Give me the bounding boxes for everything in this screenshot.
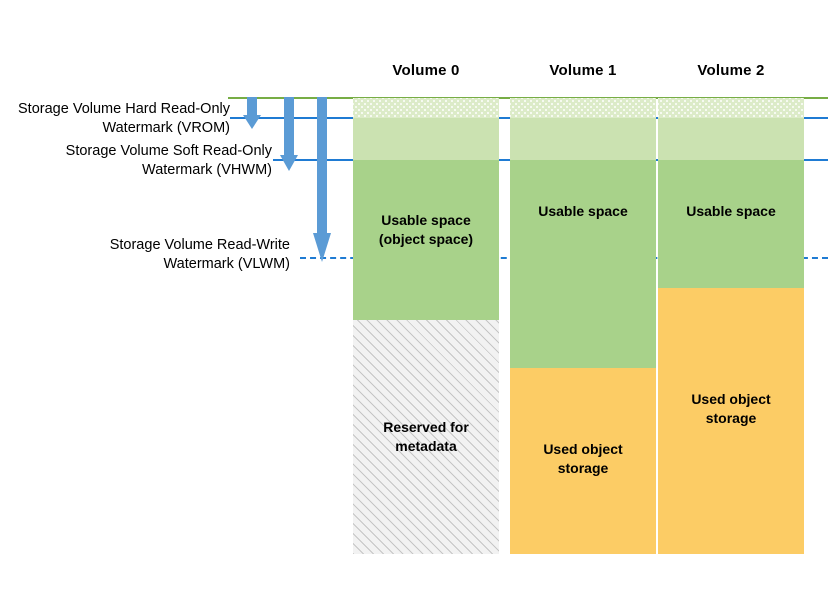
volume-bar-0: Usable space (object space) Reserved for… [353, 98, 499, 554]
arrow-down-to-vhwm-icon [280, 97, 298, 171]
column-header-volume-0: Volume 0 [392, 62, 460, 79]
volume-2-usable-space-label: Usable space [686, 203, 776, 219]
volume-1-reserve-band [510, 98, 656, 118]
watermark-label-vlwm: Storage Volume Read-Write Watermark (VLW… [109, 237, 290, 272]
volume-1-used-object-storage-label: Used object storage [543, 441, 623, 476]
volume-0-usable-space: Usable space (object space) [353, 160, 499, 320]
volume-0-reserve-band [353, 98, 499, 118]
column-header-volume-1: Volume 1 [549, 62, 617, 79]
watermark-label-vrom: Storage Volume Hard Read-Only Watermark … [18, 101, 230, 136]
column-header-volume-2: Volume 2 [697, 62, 765, 79]
volume-0-usable-space-label: Usable space (object space) [378, 212, 474, 247]
volume-2-usable-space: Usable space [658, 160, 804, 288]
volume-0-headroom-band [353, 118, 499, 160]
volume-bar-2: Usable space Used object storage [658, 98, 804, 554]
volume-bar-1: Usable space Used object storage [510, 98, 656, 554]
volume-1-headroom-band [510, 118, 656, 160]
volume-2-used-object-storage-label: Used object storage [691, 391, 771, 426]
arrow-down-to-vrom-icon [243, 97, 261, 129]
volume-0-reserved-metadata-label: Reserved for metadata [383, 419, 469, 454]
volume-2-headroom-band [658, 118, 804, 160]
volume-2-used-object-storage: Used object storage [658, 288, 804, 554]
volume-1-usable-space: Usable space [510, 160, 656, 368]
watermark-label-vhwm: Storage Volume Soft Read-Only Watermark … [65, 143, 272, 178]
arrow-down-to-vlwm-icon [313, 97, 331, 262]
volume-2-reserve-band [658, 98, 804, 118]
volume-0-reserved-metadata: Reserved for metadata [353, 320, 499, 554]
volume-1-used-object-storage: Used object storage [510, 368, 656, 554]
volume-1-usable-space-label: Usable space [538, 203, 628, 219]
